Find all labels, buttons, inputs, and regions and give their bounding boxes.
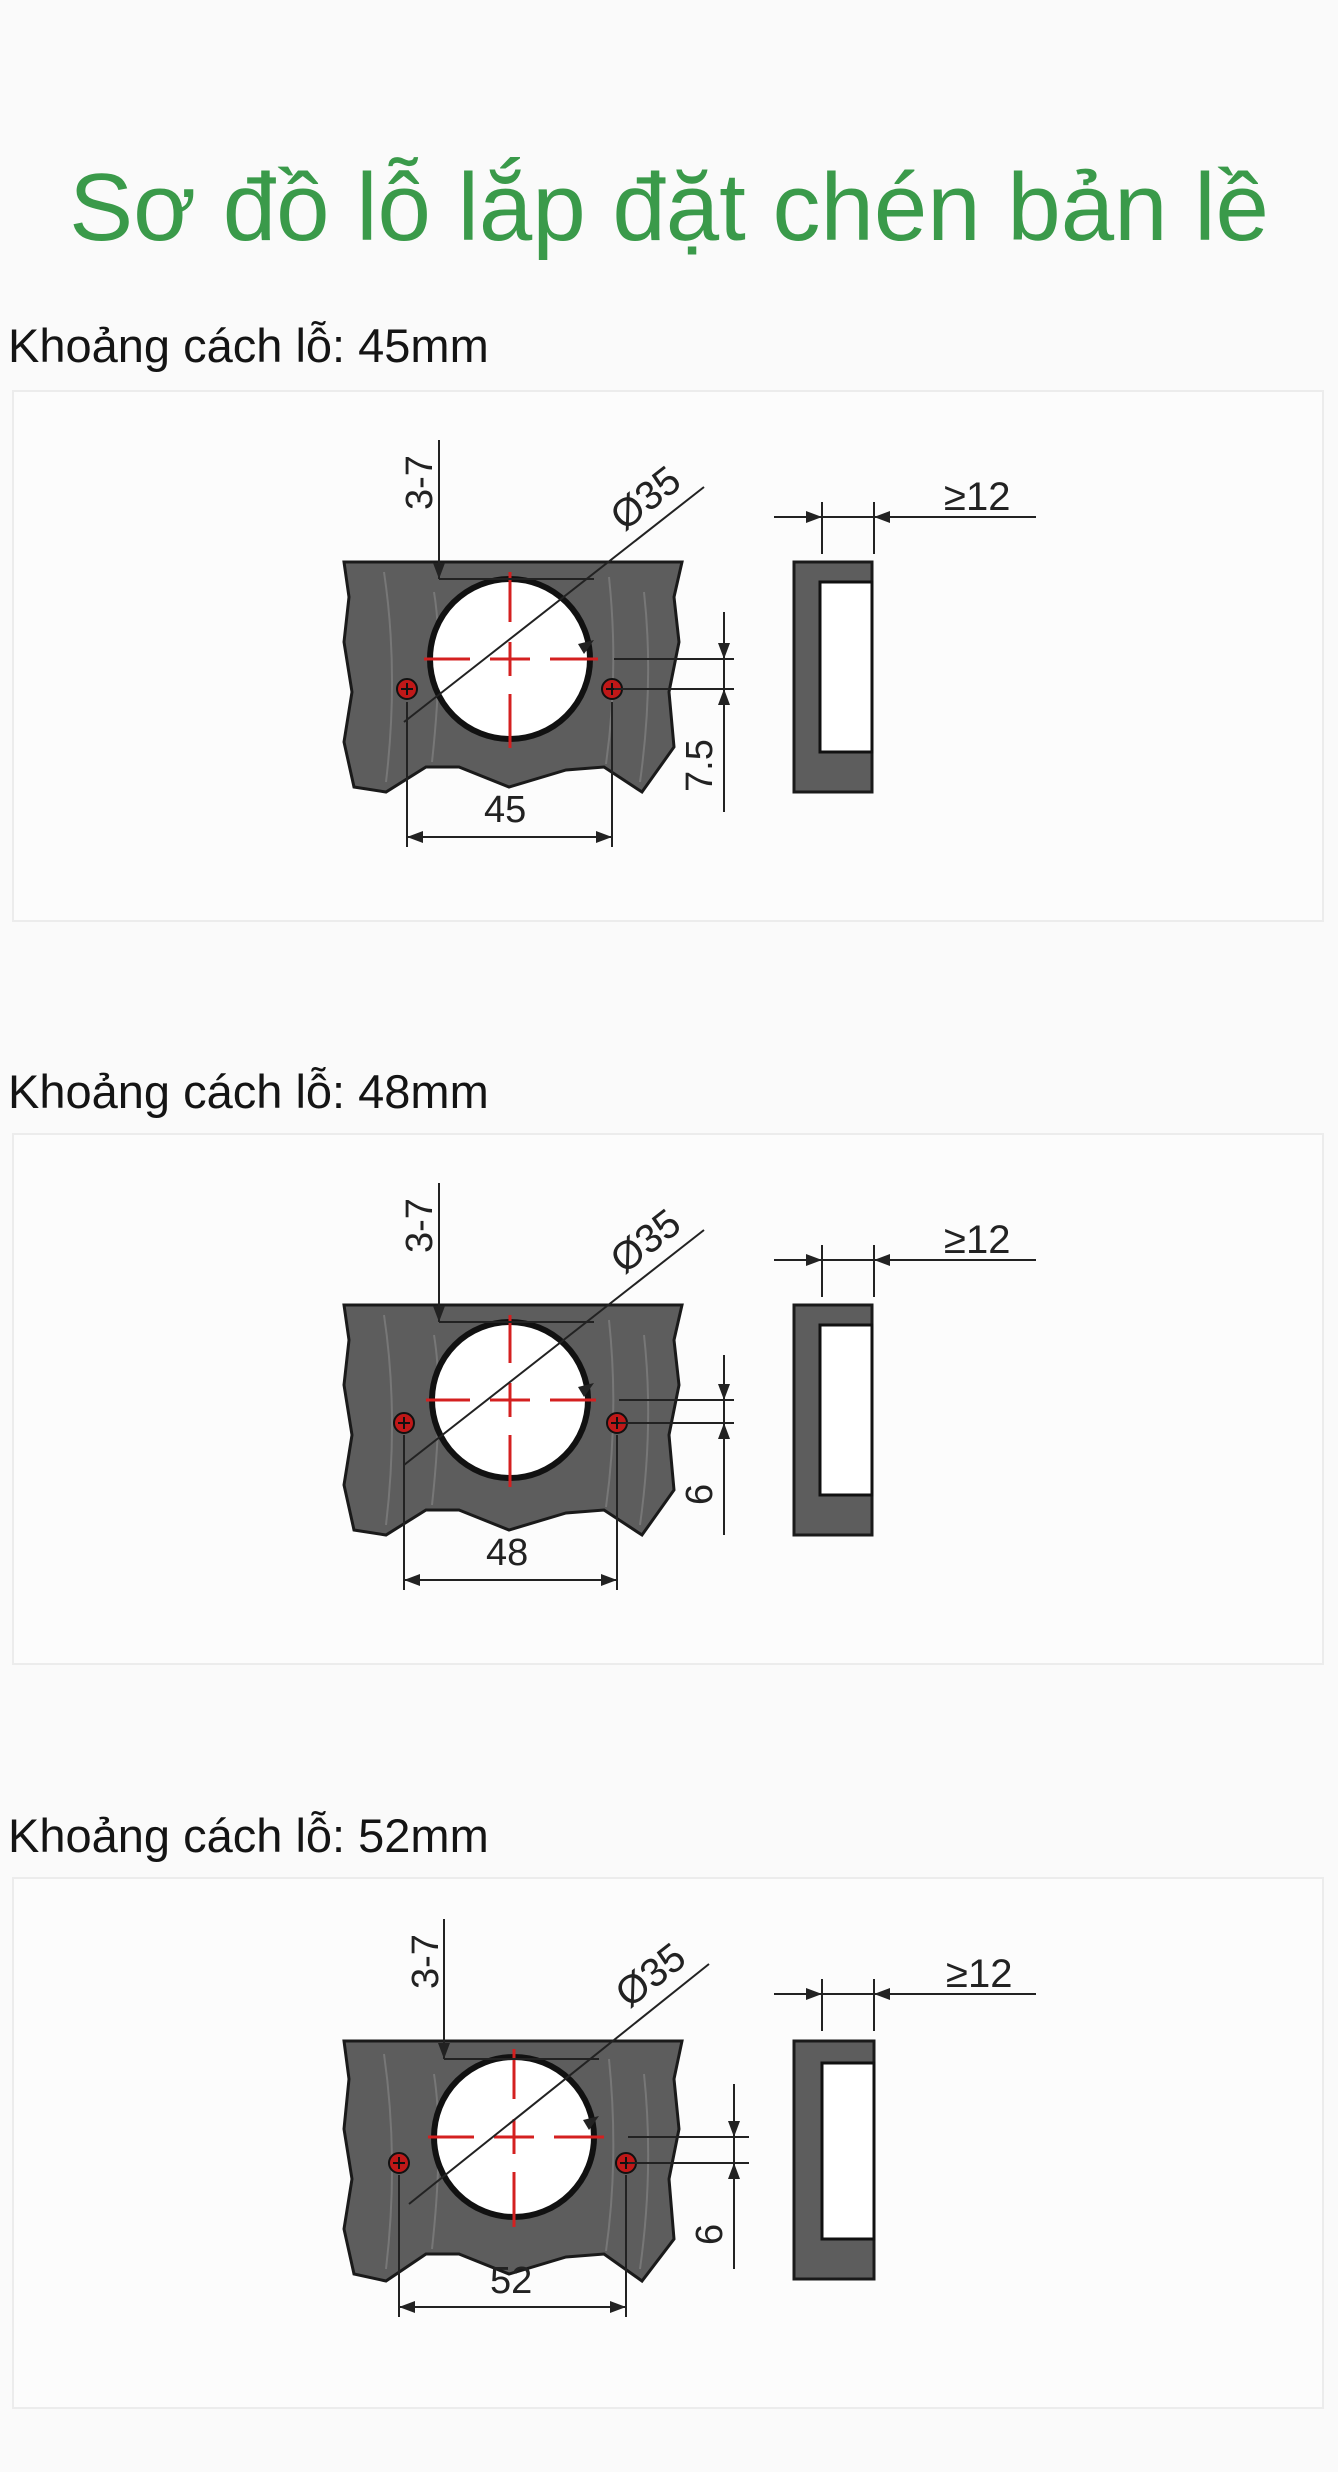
cup-recess-side [820, 2061, 876, 2241]
screw-hole-left [393, 1412, 415, 1434]
cup-diameter-label: Ø35 [602, 1201, 689, 1282]
min-thickness-label: ≥12 [946, 1952, 1012, 1996]
screw-hole-left [388, 2152, 410, 2174]
center-lines [426, 1315, 596, 1487]
dimension-arrows [407, 511, 890, 843]
center-lines [424, 572, 598, 748]
diagram-panel-45mm: 3-7 Ø35 ≥12 45 7.5 [12, 390, 1324, 922]
edge-distance-label: 3-7 [399, 1198, 441, 1253]
section-label-48mm: Khoảng cách lỗ: 48mm [8, 1065, 489, 1118]
cup-recess-side [818, 1323, 874, 1497]
diagram-panel-52mm: 3-7 Ø35 ≥12 52 6 [12, 1877, 1324, 2409]
cup-recess-side [818, 580, 874, 754]
dimension-arrows [399, 1988, 890, 2313]
hole-offset-label: 7.5 [679, 739, 721, 792]
hole-spacing-label: 52 [490, 2260, 532, 2302]
section-label-52mm: Khoảng cách lỗ: 52mm [8, 1809, 489, 1862]
hole-spacing-label: 48 [486, 1532, 528, 1574]
dimension-arrows [404, 1254, 890, 1586]
hinge-diagram-52mm: 3-7 Ø35 ≥12 52 6 [342, 1919, 1036, 2317]
diagram-panel-48mm: 3-7 Ø35 ≥12 48 6 [12, 1133, 1324, 1665]
screw-hole-left [396, 678, 418, 700]
edge-distance-label: 3-7 [405, 1934, 447, 1989]
cup-diameter-label: Ø35 [602, 458, 689, 539]
min-thickness-label: ≥12 [944, 1218, 1010, 1262]
hole-offset-label: 6 [689, 2224, 731, 2245]
hinge-diagram-45mm: 3-7 Ø35 ≥12 45 7.5 [342, 440, 1036, 847]
center-lines [428, 2049, 604, 2227]
min-thickness-label: ≥12 [944, 475, 1010, 519]
dimension-lines [403, 1183, 1036, 1590]
section-label-45mm: Khoảng cách lỗ: 45mm [8, 319, 489, 372]
dimension-lines [398, 1919, 1036, 2317]
hinge-diagram-48mm: 3-7 Ø35 ≥12 48 6 [342, 1183, 1036, 1590]
screw-hole-right [606, 1412, 628, 1434]
hole-offset-label: 6 [679, 1484, 721, 1505]
cup-diameter-label: Ø35 [607, 1935, 694, 2016]
edge-distance-label: 3-7 [399, 455, 441, 510]
hole-spacing-label: 45 [484, 789, 526, 831]
page-title: Sơ đồ lỗ lắp đặt chén bản lề [69, 154, 1269, 261]
